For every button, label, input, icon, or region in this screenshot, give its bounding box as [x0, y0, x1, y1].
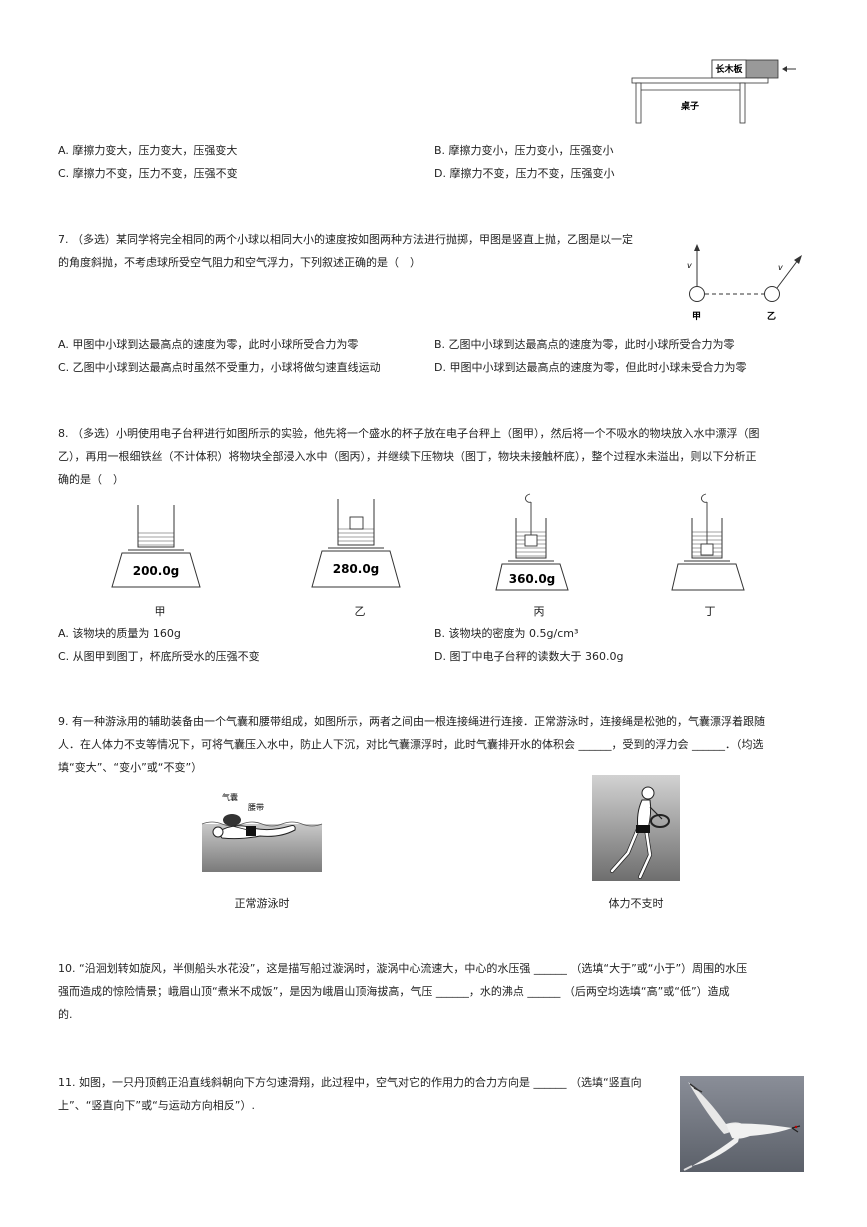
q7-option-c: C. 乙图中小球到达最高点时虽然不受重力，小球将做匀速直线运动: [58, 361, 381, 374]
q9-stem-line2: 人．在人体力不支等情况下，可将气囊压入水中，防止人下沉，对比气囊漂浮时，此时气囊…: [58, 738, 764, 751]
table-label: 桌子: [681, 100, 699, 112]
q8-option-d: D. 图丁中电子台秤的读数大于 360.0g: [434, 650, 624, 663]
tired-swimmer-figure: [592, 775, 680, 881]
swimming-figure: 气囊 腰带: [201, 792, 323, 872]
reading-yi: 280.0g: [333, 562, 380, 576]
q7-stem-line2: 的角度斜抛，不考虑球所受空气阻力和空气浮力，下列叙述正确的是（ ）: [58, 256, 421, 269]
throw-figure: v v 甲 乙: [687, 244, 802, 322]
table-board-figure: 长木板 桌子: [631, 59, 796, 124]
ball-jia: [689, 286, 705, 302]
scale-figure-bing: 360.0g: [495, 493, 569, 591]
q7-stem-line1: 7. （多选）某同学将完全相同的两个小球以相同大小的速度按如图两种方法进行抛掷，…: [58, 233, 633, 246]
q6-option-d: D. 摩擦力不变，压力不变，压强变小: [434, 167, 615, 180]
v-label-yi: v: [778, 263, 783, 272]
q7-option-a: A. 甲图中小球到达最高点的速度为零，此时小球所受合力为零: [58, 338, 359, 351]
q11-stem-line1: 11. 如图，一只丹顶鹤正沿直线斜朝向下方匀速滑翔，此过程中，空气对它的作用力的…: [58, 1076, 642, 1089]
table-top: [631, 77, 769, 84]
scale-figure-jia: 200.0g: [111, 505, 201, 588]
q8-option-c: C. 从图甲到图丁，杯底所受水的压强不变: [58, 650, 260, 663]
q10-stem-line2: 强而造成的惊险情景；峨眉山顶“煮米不成饭”，是因为峨眉山顶海拔高，气压 ____…: [58, 985, 730, 998]
q10-stem-line1: 10. “沿洄划转如旋风，半侧船头水花没”，这是描写船过漩涡时，漩涡中心流速大，…: [58, 962, 748, 975]
ball-yi: [764, 286, 780, 302]
q6-option-a: A. 摩擦力变大，压力变大，压强变大: [58, 144, 238, 157]
caption-tired: 体力不支时: [608, 897, 664, 910]
scale-figure-yi: 280.0g: [311, 499, 401, 588]
v-label-jia: v: [687, 261, 692, 270]
q8-stem-line2: 乙），再用一根细铁丝（不计体积）将物块全部浸入水中（图丙），并继续下压物块（图丁…: [58, 450, 757, 463]
q6-option-c: C. 摩擦力不变，压力不变，压强不变: [58, 167, 238, 180]
q8-stem-line3: 确的是（ ）: [58, 473, 124, 486]
q11-stem-line2: 上”、“竖直向下”或“与运动方向相反”）.: [58, 1099, 255, 1112]
q8-stem-line1: 8. （多选）小明使用电子台秤进行如图所示的实验，他先将一个盛水的杯子放在电子台…: [58, 427, 760, 440]
caption-normal-swim: 正常游泳时: [234, 897, 290, 910]
airbag: [223, 814, 241, 826]
airbag-ring: [650, 814, 670, 828]
label-jia: 甲: [692, 311, 701, 322]
caption-jia: 甲: [154, 605, 166, 618]
caption-ding: 丁: [704, 605, 716, 618]
q7-option-b: B. 乙图中小球到达最高点的速度为零，此时小球所受合力为零: [434, 338, 735, 351]
reading-jia: 200.0g: [133, 564, 180, 578]
q6-option-b: B. 摩擦力变小，压力变小，压强变小: [434, 144, 614, 157]
q7-option-d: D. 甲图中小球到达最高点的速度为零，但此时小球未受合力为零: [434, 361, 747, 374]
q10-stem-line3: 的.: [58, 1008, 73, 1021]
airbag-label: 气囊: [222, 792, 238, 802]
label-yi: 乙: [767, 311, 776, 322]
q8-option-b: B. 该物块的密度为 0.5g/cm³: [434, 627, 579, 640]
reading-bing: 360.0g: [509, 572, 556, 586]
crane-photo: [680, 1076, 804, 1172]
q8-option-a: A. 该物块的质量为 160g: [58, 627, 181, 640]
scale-figure-ding: [671, 493, 745, 591]
q9-stem-line3: 填“变大”、“变小”或“不变”）: [58, 761, 203, 774]
board-label: 长木板: [715, 63, 743, 75]
q9-stem-line1: 9. 有一种游泳用的辅助装备由一个气囊和腰带组成，如图所示，两者之间由一根连接绳…: [58, 715, 765, 728]
caption-yi: 乙: [354, 605, 366, 618]
caption-bing: 丙: [533, 605, 545, 618]
belt-label: 腰带: [248, 803, 264, 812]
